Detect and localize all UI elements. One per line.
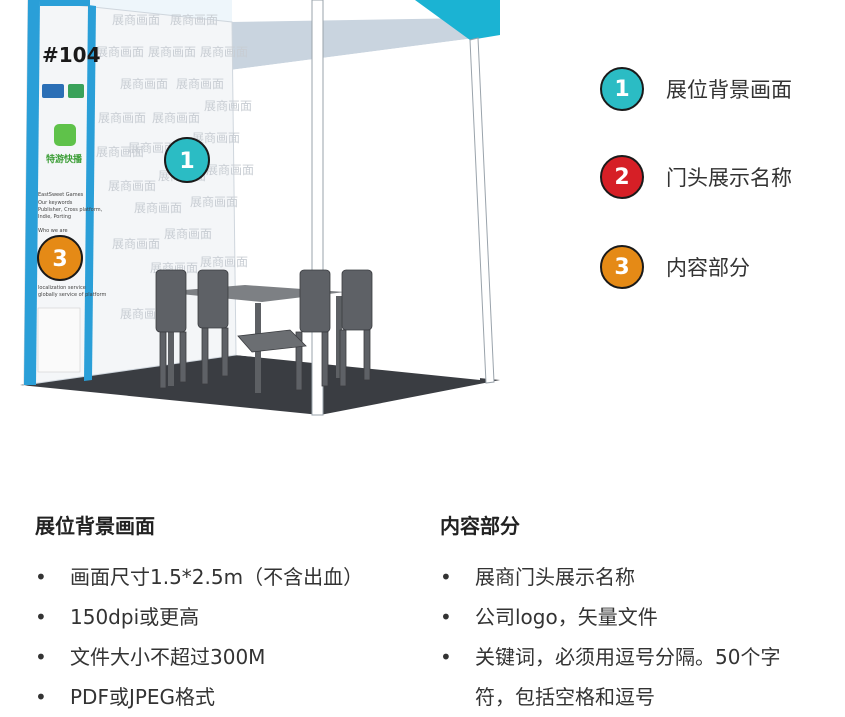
legend-badge: 3: [600, 245, 644, 289]
svg-text:展商画面: 展商画面: [164, 226, 212, 241]
svg-text:展商画面: 展商画面: [98, 110, 146, 125]
svg-text:展商画面: 展商画面: [176, 76, 224, 91]
legend: 1 展位背景画面 2 门头展示名称 3 内容部分: [600, 65, 840, 333]
svg-text:3: 3: [52, 247, 67, 272]
booth-number: #104: [42, 43, 101, 67]
svg-text:展商画面: 展商画面: [96, 144, 144, 159]
svg-text:展商画面: 展商画面: [120, 76, 168, 91]
svg-text:展商画面: 展商画面: [200, 254, 248, 269]
svg-text:展商画面: 展商画面: [128, 140, 176, 155]
company-logo: [54, 124, 76, 146]
legend-label: 内容部分: [666, 256, 750, 280]
marker-1: 1: [164, 137, 210, 183]
svg-text:展商画面: 展商画面: [170, 12, 218, 27]
legend-label: 展位背景画面: [666, 78, 792, 102]
background-spec-section: 展位背景画面 画面尺寸1.5*2.5m（不含出血） 150dpi或更高 文件大小…: [35, 510, 435, 717]
list-item: 展商门头展示名称: [440, 557, 840, 597]
booth-pole: [311, 0, 324, 416]
svg-text:展商画面: 展商画面: [148, 44, 196, 59]
list-item: 文件大小不超过300M: [35, 637, 435, 677]
svg-text:展商画面: 展商画面: [112, 236, 160, 251]
svg-text:Publisher, Cross platform,: Publisher, Cross platform,: [38, 207, 103, 213]
svg-text:Indie, Porting: Indie, Porting: [38, 214, 71, 220]
legend-badge: 2: [600, 155, 644, 199]
legend-label: 门头展示名称: [666, 166, 792, 190]
svg-text:展商画面: 展商画面: [200, 44, 248, 59]
spec-list: 画面尺寸1.5*2.5m（不含出血） 150dpi或更高 文件大小不超过300M…: [35, 557, 435, 717]
list-item: 公司logo，矢量文件: [440, 597, 840, 637]
content-spec-section: 内容部分 展商门头展示名称 公司logo，矢量文件 关键词，必须用逗号分隔。50…: [440, 510, 840, 717]
svg-text:展商画面: 展商画面: [108, 178, 156, 193]
svg-text:展商画面: 展商画面: [152, 110, 200, 125]
booth-pole: [469, 37, 495, 384]
marker-3: 3: [37, 235, 83, 281]
list-item-text-continued: 符，包括空格和逗号: [475, 685, 655, 709]
section-title: 内容部分: [440, 514, 520, 538]
wall-description: EastSweet Games Our keywords Publisher, …: [38, 192, 106, 298]
company-logo-text: 特游快播: [46, 153, 83, 165]
svg-text:展商画面: 展商画面: [190, 194, 238, 209]
svg-text:localization service: localization service: [38, 285, 86, 291]
list-item: PDF或JPEG格式: [35, 677, 435, 717]
svg-text:EastSweet Games: EastSweet Games: [38, 192, 84, 198]
svg-text:Our keywords: Our keywords: [38, 200, 73, 206]
list-item: 画面尺寸1.5*2.5m（不含出血）: [35, 557, 435, 597]
section-title: 展位背景画面: [35, 514, 155, 538]
legend-item-content: 3 内容部分: [600, 243, 840, 291]
legend-item-fascia: 2 门头展示名称: [600, 153, 840, 201]
booth-illustration: 展商画面 展商画面 展商画面 展商画面 展商画面 展商画面 展商画面 展商画面 …: [20, 0, 500, 416]
list-item: 150dpi或更高: [35, 597, 435, 637]
svg-text:Who we are: Who we are: [38, 228, 68, 234]
svg-text:展商画面: 展商画面: [206, 162, 254, 177]
svg-text:展商画面: 展商画面: [134, 200, 182, 215]
sponsor-logo: [42, 84, 64, 98]
svg-text:展商画面: 展商画面: [192, 130, 240, 145]
list-item-text: 关键词，必须用逗号分隔。50个字: [475, 645, 781, 669]
svg-text:展商画面: 展商画面: [112, 12, 160, 27]
chair: [155, 269, 373, 391]
svg-text:globally service of platform: globally service of platform: [38, 292, 106, 298]
booth-back-wall: [230, 18, 475, 70]
legend-item-background: 1 展位背景画面: [600, 65, 840, 113]
spec-list: 展商门头展示名称 公司logo，矢量文件 关键词，必须用逗号分隔。50个字 符，…: [440, 557, 840, 717]
legend-badge: 1: [600, 67, 644, 111]
svg-text:展商画面: 展商画面: [96, 44, 144, 59]
sponsor-logo: [68, 84, 84, 98]
svg-text:展商画面: 展商画面: [204, 98, 252, 113]
list-item: 关键词，必须用逗号分隔。50个字 符，包括空格和逗号: [440, 637, 840, 717]
svg-text:1: 1: [179, 149, 194, 174]
